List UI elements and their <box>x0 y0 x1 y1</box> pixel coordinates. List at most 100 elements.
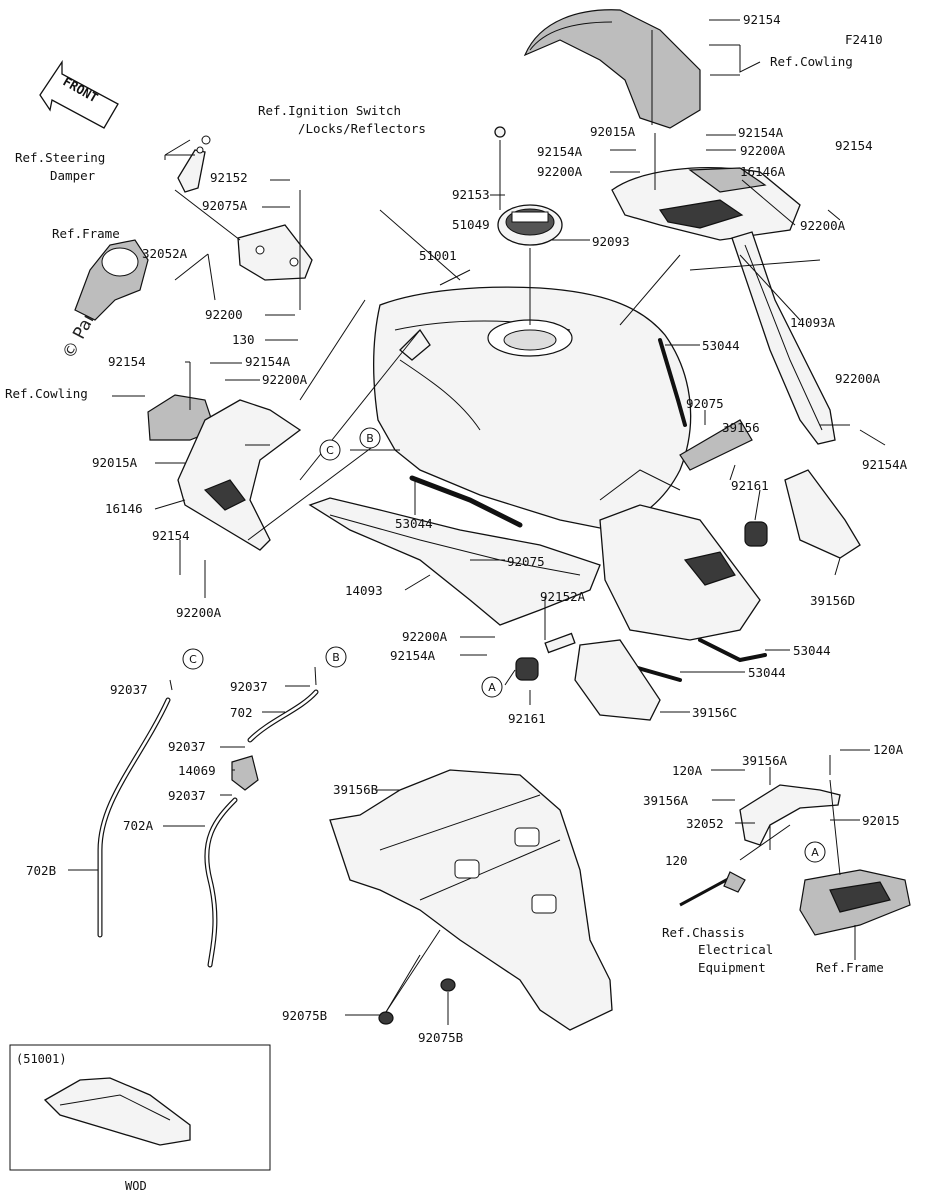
part-label: 53044 <box>793 643 831 658</box>
part-label: 53044 <box>395 516 433 531</box>
ref-chassis-electrical-3: Equipment <box>698 960 766 975</box>
part-label: 92075B <box>418 1030 463 1045</box>
bracket-32052a-shape <box>237 224 313 281</box>
bolt-120 <box>679 871 746 907</box>
part-label: 92154 <box>108 354 146 369</box>
part-label: 32052A <box>142 246 188 261</box>
part-label: 120A <box>873 742 904 757</box>
svg-text:C: C <box>326 444 334 457</box>
part-label: 92015 <box>862 813 900 828</box>
part-label: 53044 <box>702 338 740 353</box>
frame-ref-right-shape <box>799 869 911 936</box>
part-label: 92154A <box>537 144 583 159</box>
ref-steering-damper: Ref.Steering <box>15 150 105 165</box>
part-label: 51001 <box>419 248 457 263</box>
callout-a-tank: A <box>481 676 503 698</box>
part-label: 92154 <box>152 528 190 543</box>
diagram-code: F2410 <box>845 32 883 47</box>
part-label: 702 <box>230 705 253 720</box>
part-label: 92075 <box>686 396 724 411</box>
rubber-strip-left <box>409 475 523 528</box>
ref-steering-damper-2: Damper <box>50 168 96 183</box>
part-label: 92037 <box>168 739 206 754</box>
ref-cowling-left: Ref.Cowling <box>5 386 88 401</box>
part-label: 39156C <box>692 705 737 720</box>
part-label: 92161 <box>508 711 546 726</box>
hose-702a <box>204 797 238 968</box>
part-label: 32052 <box>686 816 724 831</box>
part-label: 92200A <box>176 605 222 620</box>
part-label: 92154A <box>738 125 784 140</box>
part-label: 130 <box>232 332 255 347</box>
part-label: 92200A <box>262 372 308 387</box>
svg-text:A: A <box>488 681 496 694</box>
variant-caption: WOD <box>125 1179 147 1193</box>
variant-part-number: (51001) <box>16 1052 67 1066</box>
part-label: 702B <box>26 863 56 878</box>
part-label: 92161 <box>731 478 769 493</box>
fuel-cap-shape <box>494 126 563 246</box>
callout-a-bracket: A <box>804 841 826 863</box>
bracket-32052-shape <box>739 784 841 846</box>
part-label: 92075A <box>202 198 248 213</box>
svg-text:B: B <box>366 432 374 445</box>
part-label: 39156A <box>742 753 788 768</box>
part-label: 120 <box>665 853 688 868</box>
part-label: 92154A <box>245 354 291 369</box>
part-label: 53044 <box>748 665 786 680</box>
part-label: 120A <box>672 763 703 778</box>
ref-ignition-switch-2: /Locks/Reflectors <box>298 121 426 136</box>
part-label: 92075B <box>282 1008 327 1023</box>
part-label: 92154A <box>862 457 908 472</box>
part-label: 92154 <box>835 138 873 153</box>
hose-702b <box>97 697 171 938</box>
leader-lines <box>68 19 886 1025</box>
pad-39156d <box>784 469 861 559</box>
part-label: 14093A <box>790 315 836 330</box>
part-label: 92200A <box>740 143 786 158</box>
part-label: 92153 <box>452 187 490 202</box>
collar-92152a <box>544 632 576 654</box>
part-label: 39156 <box>722 420 760 435</box>
part-label: 92075 <box>507 554 545 569</box>
part-label: 92152 <box>210 170 248 185</box>
part-label: 39156B <box>333 782 378 797</box>
ref-chassis-electrical-2: Electrical <box>698 942 773 957</box>
rubber-strip-top <box>658 338 687 427</box>
part-label: 92037 <box>168 788 206 803</box>
part-label: 92154A <box>390 648 436 663</box>
ref-frame-right: Ref.Frame <box>816 960 884 975</box>
right-side-cover-shape <box>611 167 801 241</box>
svg-text:B: B <box>332 651 340 664</box>
part-label: 51049 <box>452 217 490 232</box>
part-label: 92200A <box>537 164 583 179</box>
frame-ref-left-shape <box>74 239 149 321</box>
ref-frame-left: Ref.Frame <box>52 226 120 241</box>
part-label: 92200A <box>835 371 881 386</box>
callout-c-hose: C <box>182 648 204 670</box>
fuel-filter-14069 <box>231 755 259 791</box>
part-label: 92200A <box>402 629 448 644</box>
part-label: 92093 <box>592 234 630 249</box>
hose-702 <box>247 689 319 743</box>
damper-92161-left <box>515 657 539 681</box>
part-label: 92200 <box>205 307 243 322</box>
part-label: 92037 <box>110 682 148 697</box>
variant-box <box>9 1044 271 1171</box>
callout-b-tank: B <box>359 427 381 449</box>
grommet-92075b-1 <box>378 1011 394 1025</box>
part-label: 92015A <box>590 124 636 139</box>
part-label: 16146A <box>740 164 786 179</box>
part-label: 16146 <box>105 501 143 516</box>
part-label: 92154 <box>743 12 781 27</box>
part-label: 92200A <box>800 218 846 233</box>
ref-ignition-switch: Ref.Ignition Switch <box>258 103 401 118</box>
part-label: 14069 <box>178 763 216 778</box>
pad-39156c <box>574 639 661 721</box>
callout-c-tank: C <box>319 439 341 461</box>
part-label: 39156A <box>643 793 689 808</box>
front-arrow-icon: FRONT <box>39 59 119 129</box>
svg-text:A: A <box>811 846 819 859</box>
